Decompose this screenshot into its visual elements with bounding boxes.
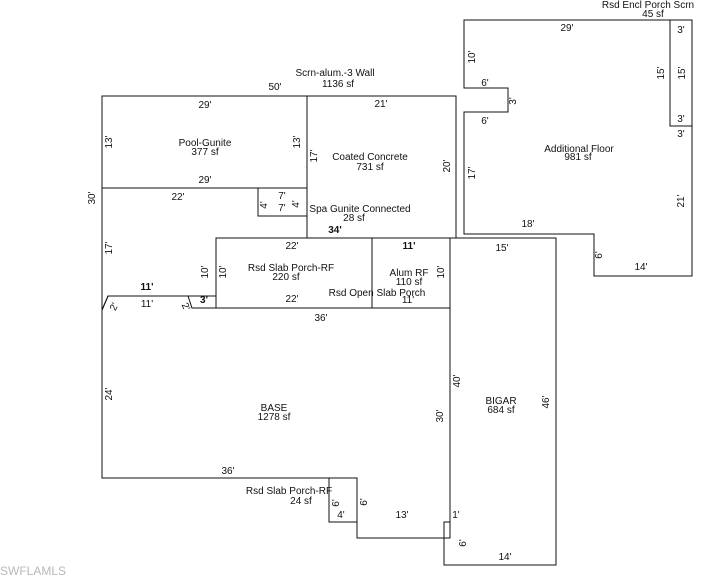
dim-spa-7-top: 7' [278,191,286,202]
dim-add-3-bottom: 3' [677,129,685,140]
encl-porch-title: Rsd Encl Porch Scrn [602,0,694,11]
alum-sf: 110 sf [396,277,423,288]
pool-title: Pool-Gunite [179,138,232,149]
additional-sf: 981 sf [564,152,591,163]
dim-add-18: 18' [521,219,534,230]
slab-lower-title: Rsd Slab Porch-RF [246,486,332,497]
spa-sf: 28 sf [343,213,365,224]
dim-step-11-bottom: 11' [141,299,153,310]
dim-slab-22-bottom: 22' [285,294,298,305]
dim-base-30: 30' [435,409,446,422]
dim-add-10: 10' [467,50,478,63]
open-slab-title: Rsd Open Slab Porch [329,288,426,299]
dim-add-21: 21' [676,194,687,207]
slab-lower-sf: 24 sf [290,496,312,507]
dim-bold-3: 3' [200,295,208,306]
bigar-outline [443,237,557,566]
dim-slab-10-left: 10' [200,265,211,278]
dim-bigar-1: 1' [452,510,460,521]
dim-porch-3-bottom: 3' [677,114,685,125]
additional-floor-outline [463,19,693,277]
dim-bigar-40: 40' [452,374,463,387]
coated-title: Coated Concrete [332,152,408,163]
dim-step-2-left: 2' [108,301,121,313]
dim-base-36: 36' [221,466,234,477]
dim-bigar-14: 14' [498,552,511,563]
dim-add-14: 14' [634,262,647,273]
dim-slab-22-top: 22' [285,241,298,252]
dim-pool-13-left: 13' [104,135,115,148]
encl-porch-box [669,19,693,127]
dim-mid-36: 36' [314,313,327,324]
scrn-wall-sf: 1136 sf [322,79,354,90]
dim-left-30: 30' [87,191,98,204]
dim-coated-17: 17' [309,149,320,162]
dim-add-15: 15' [656,66,667,79]
dim-alum-11-top: 11' [403,241,416,252]
dim-base-24: 24' [104,387,115,400]
dim-pool-29-top: 29' [198,100,211,111]
coated-sf: 731 sf [356,162,383,173]
slab-rf-title: Rsd Slab Porch-RF [248,263,334,274]
dim-coated-20: 20' [442,159,453,172]
dim-porch-15: 15' [677,66,688,79]
dim-pool-13-right: 13' [292,135,303,148]
dim-alum-11-bottom: 11' [402,295,414,306]
spa-box [257,187,308,217]
base-title: BASE [261,403,288,414]
dim-step-11-top: 11' [141,282,154,293]
dim-lower-4: 4' [337,510,345,521]
dim-bold-34: 34' [328,225,342,236]
dim-bigar-6: 6' [458,539,469,547]
dim-lower-6-left: 6' [331,499,342,507]
lower-porch-box [328,477,358,523]
encl-porch-sf: 45 sf [642,9,664,20]
dim-spa-4-left: 4' [259,201,270,209]
bigar-title: BIGAR [485,396,516,407]
dim-bigar-15: 15' [495,243,508,254]
dim-spa-4-right: 4' [291,200,302,208]
spa-title: Spa Gunite Connected [309,204,410,215]
dim-add-6-top: 6' [481,78,489,89]
dim-coated-21: 21' [374,99,387,110]
dim-spa-7-bottom: 7' [278,203,286,214]
dim-add-29: 29' [560,23,573,34]
dim-left-17: 17' [104,241,115,254]
base-sf: 1278 sf [258,412,291,423]
dim-left-22: 22' [171,192,184,203]
dim-add-6-bottom: 6' [481,116,489,127]
alum-title: Alum RF [390,268,429,279]
dim-top-50: 50' [268,82,281,93]
dim-lower-13: 13' [395,510,408,521]
dim-add-6-lower: 6' [594,251,605,259]
bigar-sf: 684 sf [487,405,514,416]
pool-sf: 377 sf [191,147,218,158]
watermark: SWFLAMLS [0,564,66,577]
dim-step-2-right: 2' [179,301,192,313]
dim-bigar-46: 46' [541,395,552,408]
dim-lower-6-right: 6' [359,498,370,506]
dim-alum-10-right: 10' [436,265,447,278]
dim-slab-10-inner: 10' [218,265,229,278]
slab-rf-sf: 220 sf [272,272,299,283]
dim-add-17: 17' [467,166,478,179]
dim-add-3-notch: 3' [508,97,519,105]
additional-title: Additional Floor [544,144,614,155]
scrn-wall-title: Scrn-alum.-3 Wall [295,68,374,79]
dim-porch-3-top: 3' [677,25,685,36]
dim-pool-29-bottom: 29' [198,175,211,186]
